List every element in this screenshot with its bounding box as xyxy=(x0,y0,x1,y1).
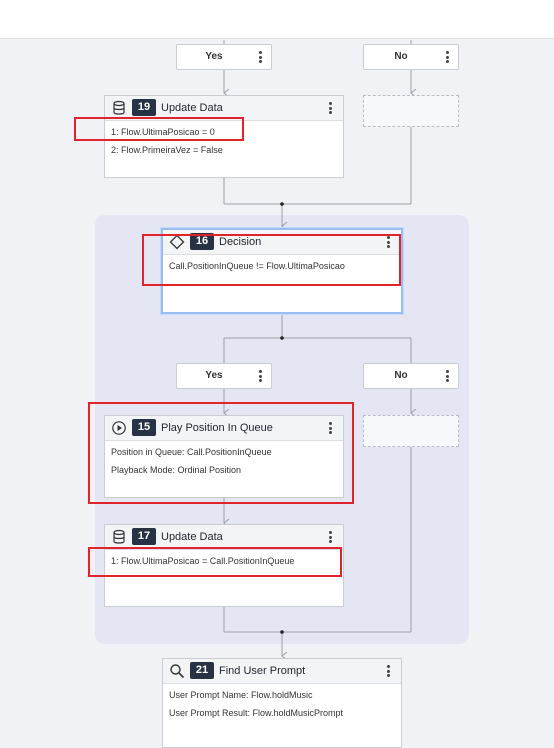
database-icon xyxy=(113,100,125,115)
branch-yes-top[interactable]: Yes xyxy=(176,44,272,70)
empty-drop-slot[interactable] xyxy=(363,415,459,447)
play-circle-icon xyxy=(112,421,126,435)
node-header: 19 Update Data xyxy=(105,96,343,121)
more-options-icon[interactable] xyxy=(325,421,335,435)
branch-no-top[interactable]: No xyxy=(363,44,459,70)
branch-no-decision[interactable]: No xyxy=(363,363,459,389)
node-find-user-prompt-21[interactable]: 21 Find User Prompt User Prompt Name: Fl… xyxy=(162,658,402,748)
node-number-badge: 17 xyxy=(132,528,156,545)
node-update-data-17[interactable]: 17 Update Data 1: Flow.UltimaPosicao = C… xyxy=(104,524,344,607)
branch-no-label: No xyxy=(394,370,408,381)
node-body: 1: Flow.UltimaPosicao = Call.PositionInQ… xyxy=(111,554,337,572)
flow-connectors xyxy=(0,40,554,730)
branch-yes-decision[interactable]: Yes xyxy=(176,363,272,389)
toolbar xyxy=(0,0,554,39)
diamond-icon xyxy=(169,234,185,250)
node-title: Decision xyxy=(219,236,262,248)
node-number-badge: 19 xyxy=(132,99,156,116)
node-line: 2: Flow.PrimeiraVez = False xyxy=(111,145,223,155)
node-number-badge: 15 xyxy=(132,419,156,436)
more-options-icon[interactable] xyxy=(383,235,393,249)
database-icon xyxy=(113,529,125,544)
node-title: Find User Prompt xyxy=(219,665,306,677)
more-options-icon[interactable] xyxy=(325,101,335,115)
branch-yes-label: Yes xyxy=(205,370,223,381)
more-options-icon[interactable] xyxy=(255,369,265,383)
node-body: 1: Flow.UltimaPosicao = 0 2: Flow.Primei… xyxy=(111,125,337,161)
branch-yes-label: Yes xyxy=(205,51,223,62)
node-decision-16[interactable]: 16 Decision Call.PositionInQueue != Flow… xyxy=(161,228,403,314)
more-options-icon[interactable] xyxy=(325,530,335,544)
node-header: 15 Play Position In Queue xyxy=(105,416,343,441)
branch-no-label: No xyxy=(394,51,408,62)
node-header: 16 Decision xyxy=(163,230,401,255)
more-options-icon[interactable] xyxy=(442,50,452,64)
search-icon xyxy=(170,664,185,679)
node-header: 17 Update Data xyxy=(105,525,343,550)
node-title: Update Data xyxy=(161,102,223,114)
node-header: 21 Find User Prompt xyxy=(163,659,401,684)
node-number-badge: 16 xyxy=(190,233,214,250)
node-body: Call.PositionInQueue != Flow.UltimaPosic… xyxy=(169,259,395,277)
node-update-data-19[interactable]: 19 Update Data 1: Flow.UltimaPosicao = 0… xyxy=(104,95,344,178)
more-options-icon[interactable] xyxy=(442,369,452,383)
node-line: Playback Mode: Ordinal Position xyxy=(111,465,242,475)
node-line: 1: Flow.UltimaPosicao = 0 xyxy=(111,127,215,137)
node-title: Play Position In Queue xyxy=(161,422,273,434)
node-line: User Prompt Result: Flow.holdMusicPrompt xyxy=(169,708,344,718)
node-number-badge: 21 xyxy=(190,662,214,679)
more-options-icon[interactable] xyxy=(383,664,393,678)
node-play-position-15[interactable]: 15 Play Position In Queue Position in Qu… xyxy=(104,415,344,498)
node-body: Position in Queue: Call.PositionInQueue … xyxy=(111,445,337,481)
node-line: Call.PositionInQueue != Flow.UltimaPosic… xyxy=(169,261,345,271)
node-line: Position in Queue: Call.PositionInQueue xyxy=(111,447,272,457)
node-line: 1: Flow.UltimaPosicao = Call.PositionInQ… xyxy=(111,556,295,566)
empty-drop-slot[interactable] xyxy=(363,95,459,127)
more-options-icon[interactable] xyxy=(255,50,265,64)
node-title: Update Data xyxy=(161,531,223,543)
node-body: User Prompt Name: Flow.holdMusic User Pr… xyxy=(169,688,395,724)
node-line: User Prompt Name: Flow.holdMusic xyxy=(169,690,313,700)
